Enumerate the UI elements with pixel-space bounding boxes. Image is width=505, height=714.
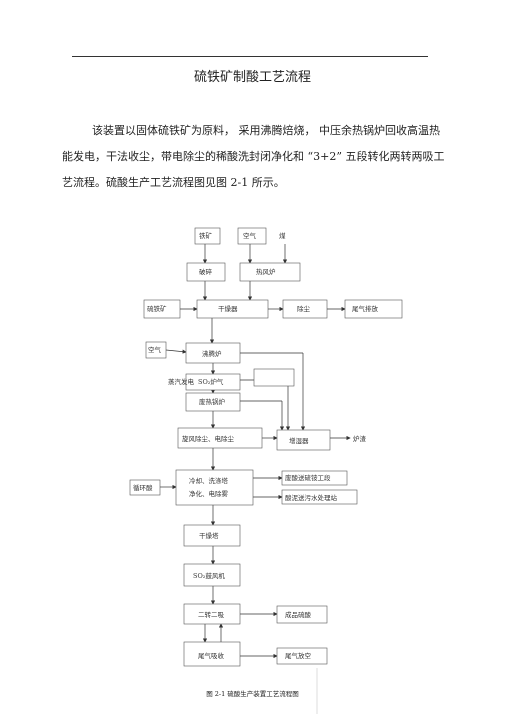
node-acid-mud: 酸泥送污水处理站 [281,489,358,505]
svg-text:冷却、洗涤塔: 冷却、洗涤塔 [189,476,229,485]
blank-box [253,368,295,387]
svg-text:硫铁矿: 硫铁矿 [147,304,167,313]
node-dryer: 干燥器 [196,299,269,319]
svg-text:成品硫酸: 成品硫酸 [285,610,312,619]
svg-text:增湿器: 增湿器 [289,436,309,445]
node-air-left: 空气 [145,341,167,359]
svg-text:空气: 空气 [243,231,257,240]
svg-text:循环酸: 循环酸 [133,483,153,492]
node-drying-tower: 干燥塔 [183,524,241,547]
svg-text:SO₂炉气: SO₂炉气 [198,377,224,386]
svg-text:除尘: 除尘 [297,304,311,313]
svg-text:尾气排放: 尾气排放 [352,304,379,313]
svg-text:干燥器: 干燥器 [218,304,238,313]
svg-text:破碎: 破碎 [199,267,213,276]
svg-text:酸泥送污水处理站: 酸泥送污水处理站 [285,493,338,502]
svg-text:SO₂鼓风机: SO₂鼓风机 [193,571,225,580]
node-boiling-furnace: 沸腾炉 [185,342,241,364]
svg-text:废热锅炉: 废热锅炉 [199,397,226,406]
node-circulating-acid: 循环酸 [129,479,161,496]
page-title: 硫铁矿制酸工艺流程 [193,70,311,85]
svg-text:尾气吸收: 尾气吸收 [198,651,225,660]
svg-text:空气: 空气 [148,345,162,354]
svg-text:热风炉: 热风炉 [256,267,276,276]
svg-text:蒸汽发电: 蒸汽发电 [168,377,195,386]
figure-caption: 图 2-1 硫酸生产装置工艺流程图 [206,690,299,698]
node-cyclone-electric: 旋风除尘、电除尘 [177,427,263,449]
node-pyrite: 硫铁矿 [143,299,181,319]
node-waste-acid: 废酸送硫铵工段 [281,470,348,486]
node-tail-gas-discharge: 尾气排放 [344,299,403,319]
node-humidifier: 增湿器 [276,429,331,451]
svg-text:尾气放空: 尾气放空 [285,651,312,660]
node-iron-ore: 铁矿 [194,227,221,245]
node-two-conversion: 二转二吸 [183,603,241,625]
intro-paragraph: 该装置以固体硫铁矿为原料， 采用沸腾焙烧， 中压余热锅炉回收高温热能发电，干法收… [62,124,445,189]
node-product-acid: 成品硫酸 [276,605,328,624]
header-rule [72,56,428,57]
svg-text:净化、电除雾: 净化、电除雾 [189,489,229,498]
svg-text:沸腾炉: 沸腾炉 [202,349,222,358]
svg-text:二转二吸: 二转二吸 [198,610,225,619]
svg-text:铁矿: 铁矿 [199,231,213,240]
node-air-top: 空气 [237,227,267,245]
node-tail-vent: 尾气放空 [276,647,328,665]
node-hot-furnace: 热风炉 [239,262,301,282]
node-so2-blower: SO₂鼓风机 [183,563,241,587]
label-furnace-slag: 炉渣 [353,434,367,443]
svg-text:旋风除尘、电除尘: 旋风除尘、电除尘 [182,434,235,443]
node-crush: 破碎 [186,262,226,282]
label-coal: 煤 [279,231,286,240]
svg-text:废酸送硫铵工段: 废酸送硫铵工段 [285,473,331,482]
flow-connectors [160,244,351,659]
node-dust-removal: 除尘 [282,299,328,319]
svg-text:干燥塔: 干燥塔 [199,531,219,540]
node-waste-heat-boiler: 废热锅炉 [185,392,241,412]
node-tail-absorb: 尾气吸收 [183,641,241,667]
